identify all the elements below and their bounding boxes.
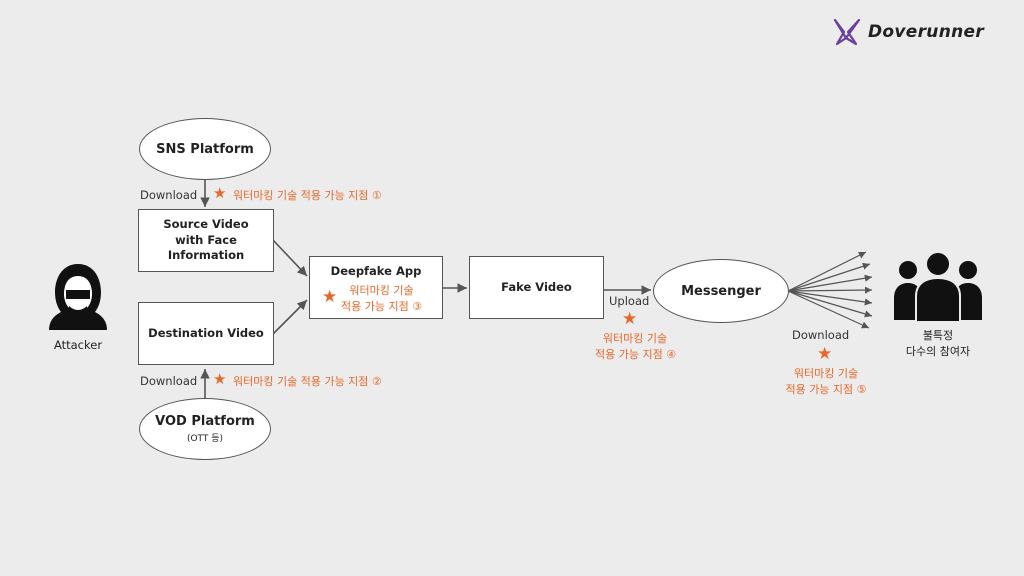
watermark-point-4-line1: 워터마킹 기술 (602, 332, 668, 345)
deepfake-app-node: Deepfake App (309, 256, 443, 319)
upload-label: Upload (609, 294, 650, 308)
star-icon: ★ (213, 370, 227, 388)
watermark-point-5: 워터마킹 기술 적용 가능 지점 ⑤ (785, 366, 867, 398)
watermark-point-5-line1: 워터마킹 기술 (793, 367, 859, 380)
butterfly-logo-icon (833, 18, 861, 46)
vod-platform-node: VOD Platform (OTT 등) (139, 398, 271, 460)
sns-platform-node: SNS Platform (139, 118, 271, 180)
source-video-line2: with Face Information (167, 232, 245, 263)
watermark-point-3-line1: 워터마킹 기술 (349, 284, 414, 297)
watermark-point-5-line2: 적용 가능 지점 ⑤ (785, 382, 867, 396)
sns-platform-label: SNS Platform (156, 141, 254, 157)
messenger-label: Messenger (681, 283, 761, 299)
download-label-top: Download (140, 188, 198, 202)
brand-logo: Doverunner (832, 18, 984, 46)
attacker-label: Attacker (53, 338, 103, 352)
fanout-edges (787, 251, 873, 329)
destination-video-node: Destination Video (138, 302, 274, 365)
star-icon: ★ (622, 309, 638, 329)
brand-name: Doverunner (868, 22, 985, 42)
source-video-node: Source Video with Face Information (138, 209, 274, 272)
download-label-bottom: Download (140, 374, 198, 388)
fake-video-node: Fake Video (469, 256, 604, 319)
fake-video-label: Fake Video (501, 279, 572, 294)
messenger-node: Messenger (653, 259, 789, 323)
watermark-point-2: 워터마킹 기술 적용 가능 지점 ② (233, 375, 382, 388)
watermark-point-3: 워터마킹 기술 적용 가능 지점 ③ (341, 283, 422, 315)
download-label-right: Download (792, 328, 850, 342)
edge-source-to-deepfake (272, 239, 308, 277)
people-group-icon (894, 251, 982, 322)
star-icon: ★ (213, 184, 227, 202)
vod-platform-sub: (OTT 등) (186, 434, 224, 444)
source-video-line1: Source Video (163, 217, 249, 232)
destination-video-label: Destination Video (148, 325, 264, 340)
deepfake-app-label: Deepfake App (330, 264, 422, 278)
hooded-hacker-icon (49, 264, 107, 330)
audience-label-line2: 다수의 참여자 (905, 344, 971, 358)
edge-destination-to-deepfake (272, 299, 308, 335)
watermark-point-3-line2: 적용 가능 지점 ③ (341, 299, 423, 313)
star-icon: ★ (817, 344, 833, 364)
attacker-actor: Attacker (38, 262, 118, 352)
watermark-point-1: 워터마킹 기술 적용 가능 지점 ① (233, 189, 382, 202)
star-icon: ★ (322, 287, 338, 307)
watermark-point-4-line2: 적용 가능 지점 ④ (595, 347, 677, 361)
audience-actor: 불특정 다수의 참여자 (888, 250, 988, 360)
audience-label-line1: 불특정 (922, 329, 954, 342)
vod-platform-label: VOD Platform (155, 414, 255, 429)
watermark-point-4: 워터마킹 기술 적용 가능 지점 ④ (595, 331, 677, 363)
